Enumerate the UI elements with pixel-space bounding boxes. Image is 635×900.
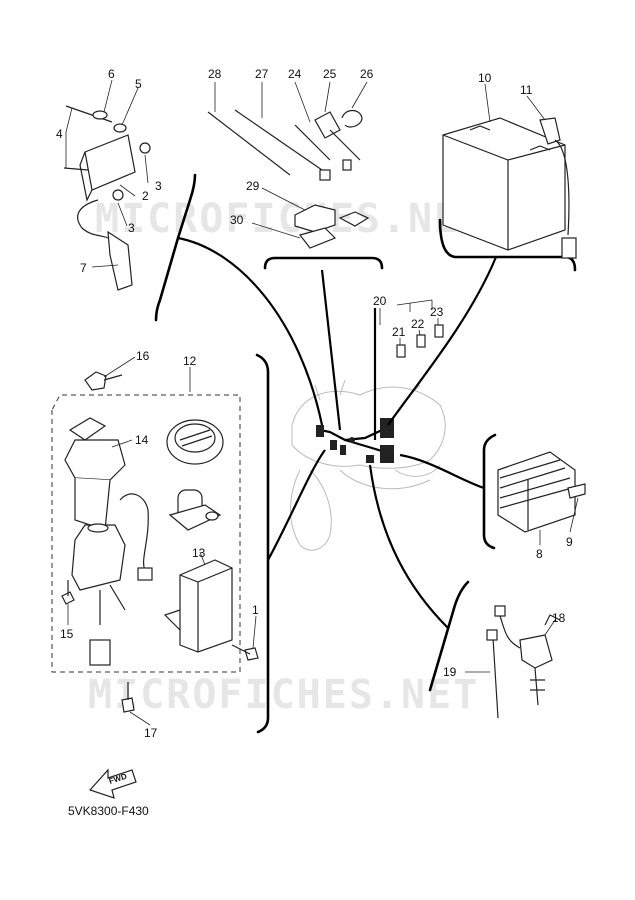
callouts: 1 2 3 3 4 5 6 7 8 9 10 11 12 13 14 15 16… bbox=[56, 67, 573, 740]
brace-battery bbox=[438, 218, 577, 272]
brace-ignition bbox=[255, 353, 270, 734]
callout-30: 30 bbox=[230, 213, 244, 227]
cdi-unit[interactable] bbox=[163, 559, 233, 653]
group-box-12 bbox=[51, 394, 241, 673]
callout-10: 10 bbox=[478, 71, 492, 85]
connector-ignition bbox=[267, 449, 326, 561]
rectifier-regulator[interactable] bbox=[497, 451, 586, 533]
fwd-arrow-icon: FWD bbox=[88, 768, 137, 799]
diagram-code: 5VK8300-F430 bbox=[68, 804, 149, 818]
connector-switch bbox=[368, 464, 449, 629]
motorcycle-outline bbox=[290, 379, 446, 551]
callout-14: 14 bbox=[135, 433, 149, 447]
wire-harness bbox=[316, 418, 394, 463]
callout-3b: 3 bbox=[128, 221, 135, 235]
callout-15: 15 bbox=[60, 627, 74, 641]
callout-24: 24 bbox=[288, 67, 302, 81]
watermark-top: MICROFICHES.NET bbox=[95, 196, 486, 242]
callout-21: 21 bbox=[392, 325, 406, 339]
callout-28: 28 bbox=[208, 67, 222, 81]
callout-26: 26 bbox=[360, 67, 374, 81]
callout-7: 7 bbox=[80, 261, 87, 275]
callout-16: 16 bbox=[136, 349, 150, 363]
callout-9: 9 bbox=[566, 535, 573, 549]
callout-4: 4 bbox=[56, 127, 63, 141]
brace-rectifier bbox=[482, 433, 497, 550]
neutral-switch[interactable] bbox=[486, 605, 561, 719]
callout-29: 29 bbox=[246, 179, 260, 193]
callout-5: 5 bbox=[135, 77, 142, 91]
connector-battery bbox=[387, 256, 498, 426]
tank-cap-lock[interactable] bbox=[166, 419, 224, 465]
connector-rectifier bbox=[399, 453, 485, 490]
brace-switch bbox=[428, 580, 470, 692]
callout-17: 17 bbox=[144, 726, 158, 740]
callout-27: 27 bbox=[255, 67, 269, 81]
brace-coil bbox=[154, 173, 197, 322]
coupler-holder[interactable] bbox=[294, 204, 370, 249]
callout-20: 20 bbox=[373, 294, 387, 308]
fuses[interactable] bbox=[396, 299, 444, 358]
watermark-bottom: MICROFICHES.NET bbox=[88, 672, 479, 718]
battery[interactable] bbox=[442, 117, 577, 259]
connector-coil bbox=[177, 236, 324, 426]
key[interactable] bbox=[84, 371, 123, 391]
ignition-coil[interactable] bbox=[63, 105, 151, 291]
main-switch[interactable] bbox=[64, 417, 153, 666]
callout-6: 6 bbox=[108, 67, 115, 81]
callout-2: 2 bbox=[142, 189, 149, 203]
callout-23: 23 bbox=[430, 305, 444, 319]
leader-lines bbox=[65, 79, 579, 726]
callout-3a: 3 bbox=[155, 179, 162, 193]
callout-8: 8 bbox=[536, 547, 543, 561]
callout-11: 11 bbox=[520, 83, 533, 97]
callout-19: 19 bbox=[443, 665, 457, 679]
brace-clips bbox=[263, 256, 384, 270]
callout-13: 13 bbox=[192, 546, 206, 560]
bolts[interactable] bbox=[61, 580, 259, 713]
seat-lock[interactable] bbox=[168, 489, 222, 531]
callout-18: 18 bbox=[552, 611, 566, 625]
cable-ties[interactable] bbox=[207, 109, 363, 181]
connector-clips bbox=[320, 269, 342, 431]
callout-22: 22 bbox=[411, 317, 425, 331]
callout-1: 1 bbox=[252, 603, 259, 617]
callout-12: 12 bbox=[183, 354, 197, 368]
callout-25: 25 bbox=[323, 67, 337, 81]
